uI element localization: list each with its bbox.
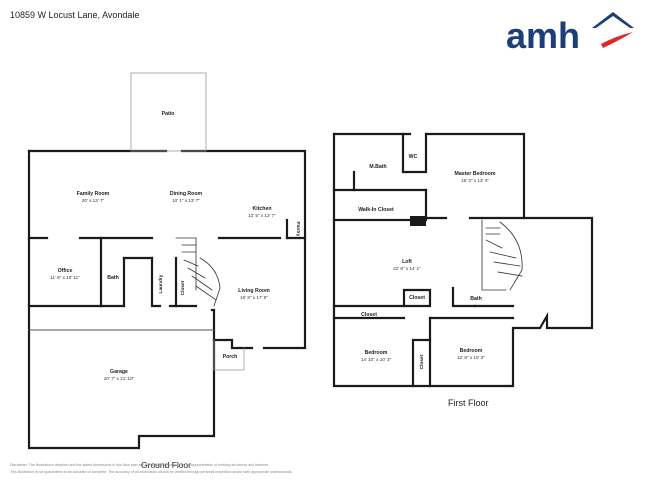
ground-floor-outer-wall [27, 149, 216, 450]
living-room-dims: 16' 8" x 17' 8" [240, 295, 268, 300]
laundry-label: Laundry [158, 274, 164, 293]
dining-room-label: Dining Room [170, 191, 203, 197]
walk-in-closet-label: Walk-In Closet [358, 207, 394, 213]
garage-dims: 20' 7" x 21' 10" [104, 376, 135, 381]
disclaimer-line-2: This illustration is not guaranteed to b… [10, 470, 293, 474]
office-label: Office [58, 268, 73, 274]
ground-floor-title: Ground Floor [141, 460, 192, 470]
disclaimer-line-1: Disclaimer: The illustrations depicted a… [10, 463, 270, 467]
dining-room-dims: 10' 1" x 13' 7" [172, 198, 200, 203]
loft-dims: 22' 8" x 14' 1" [393, 266, 421, 271]
mbath-label: M.Bath [369, 164, 386, 170]
first-floor-title: First Floor [448, 398, 489, 408]
master-bedroom-label: Master Bedroom [455, 171, 496, 177]
loft-label: Loft [402, 259, 412, 265]
brand-wordmark: amh [506, 15, 580, 54]
pantry-label: Pantry [295, 222, 301, 237]
center-closet-label: Closet [409, 295, 425, 301]
bedroom-right-label: Bedroom [460, 348, 483, 354]
amh-logo: amh [506, 12, 634, 54]
kitchen-dims: 13' 5" x 12' 7" [248, 213, 276, 218]
porch-label: Porch [223, 354, 238, 360]
patio-label: Patio [162, 111, 175, 117]
kitchen-label: Kitchen [252, 206, 271, 212]
garage-label: Garage [110, 369, 128, 375]
bedroom-left-label: Bedroom [365, 350, 388, 356]
family-room-dims: 20' x 13' 7" [82, 198, 105, 203]
wc-label: WC [409, 154, 418, 160]
left-closet-label: Closet [361, 312, 377, 318]
first-floor-outer-wall [332, 132, 594, 388]
office-dims: 11' 5" x 10' 11" [50, 275, 80, 280]
bedroom-left-dims: 14' 10" x 10' 3" [361, 357, 392, 362]
master-bedroom-dims: 16' 3" x 13' 4" [461, 178, 489, 183]
living-room-label: Living Room [238, 288, 270, 294]
upper-bath-label: Bath [470, 296, 482, 302]
ground-bath-label: Bath [107, 275, 119, 281]
family-room-label: Family Room [77, 191, 110, 197]
bedroom-right-dims: 12' 8" x 10' 3" [457, 355, 485, 360]
house-roof-icon [592, 12, 634, 28]
patio-outline [130, 72, 207, 152]
property-address: 10859 W Locust Lane, Avondale [10, 10, 140, 20]
ground-closet-label: Closet [180, 280, 186, 295]
vertical-closet-label: Closet [419, 354, 425, 369]
swoosh-icon [601, 32, 633, 48]
